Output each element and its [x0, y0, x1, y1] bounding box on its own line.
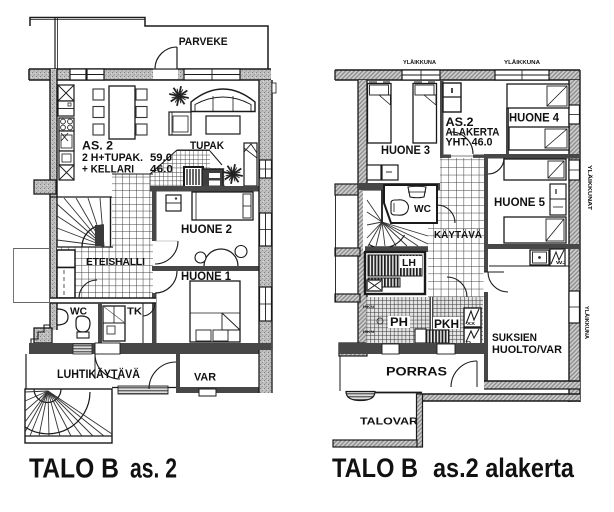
svg-text:PKH: PKH [434, 319, 459, 331]
svg-text:TALO B: TALO B [29, 453, 119, 484]
svg-text:HUONE 5: HUONE 5 [494, 197, 546, 209]
svg-text:2 H+TUPAK.: 2 H+TUPAK. [82, 152, 143, 164]
svg-text:HKN: HKN [363, 304, 374, 309]
svg-text:PH: PH [390, 317, 408, 329]
svg-text:Q: Q [466, 340, 472, 345]
svg-text:HUONE 3: HUONE 3 [381, 145, 430, 157]
svg-text:VAR: VAR [194, 372, 216, 384]
svg-text:KÄYTÄVÄ: KÄYTÄVÄ [434, 228, 482, 241]
svg-text:AS. 2: AS. 2 [82, 141, 113, 153]
svg-text:WC: WC [414, 203, 431, 215]
svg-text:WJ: WJ [556, 260, 567, 265]
svg-text:46.0: 46.0 [150, 164, 173, 176]
svg-text:TALOVAR: TALOVAR [360, 416, 418, 428]
svg-text:PARVEKE: PARVEKE [179, 36, 228, 48]
svg-text:HUOLTO/VAR: HUOLTO/VAR [492, 344, 562, 356]
svg-text:HUONE 4: HUONE 4 [509, 113, 560, 125]
svg-text:TALO B: TALO B [332, 453, 418, 483]
svg-text:TK: TK [127, 306, 142, 318]
svg-text:59.0: 59.0 [150, 152, 172, 164]
svg-text:WC: WC [70, 306, 87, 318]
svg-text:YLÄIKKUNAT: YLÄIKKUNAT [586, 165, 593, 210]
svg-text:HKN: HKN [363, 329, 374, 334]
svg-text:ALAKERTA: ALAKERTA [446, 127, 500, 139]
svg-text:HUONE 1: HUONE 1 [181, 271, 232, 283]
svg-text:as. 2: as. 2 [130, 453, 177, 484]
svg-text:SUKSIEN: SUKSIEN [492, 332, 537, 344]
svg-text:TUPAK: TUPAK [190, 140, 224, 152]
svg-text:ETEISHALLI: ETEISHALLI [86, 256, 145, 268]
svg-text:PORRAS: PORRAS [386, 367, 447, 379]
svg-text:YHT. 46.0: YHT. 46.0 [446, 137, 493, 149]
svg-text:AS.2: AS.2 [446, 115, 474, 129]
svg-text:+ KELLARI: + KELLARI [82, 164, 134, 176]
svg-text:LH: LH [402, 257, 416, 269]
svg-text:LUHTIKÄYTÄVÄ: LUHTIKÄYTÄVÄ [57, 368, 140, 381]
svg-text:YLÄIKKUNA: YLÄIKKUNA [504, 59, 540, 66]
svg-text:YLÄIKKUNA: YLÄIKKUNA [403, 59, 436, 66]
svg-text:HUONE 2: HUONE 2 [181, 224, 232, 236]
svg-text:YLÄIKKUNA: YLÄIKKUNA [583, 306, 590, 339]
svg-text:as.2 alakerta: as.2 alakerta [433, 453, 575, 483]
svg-text:XX: XX [467, 321, 475, 326]
